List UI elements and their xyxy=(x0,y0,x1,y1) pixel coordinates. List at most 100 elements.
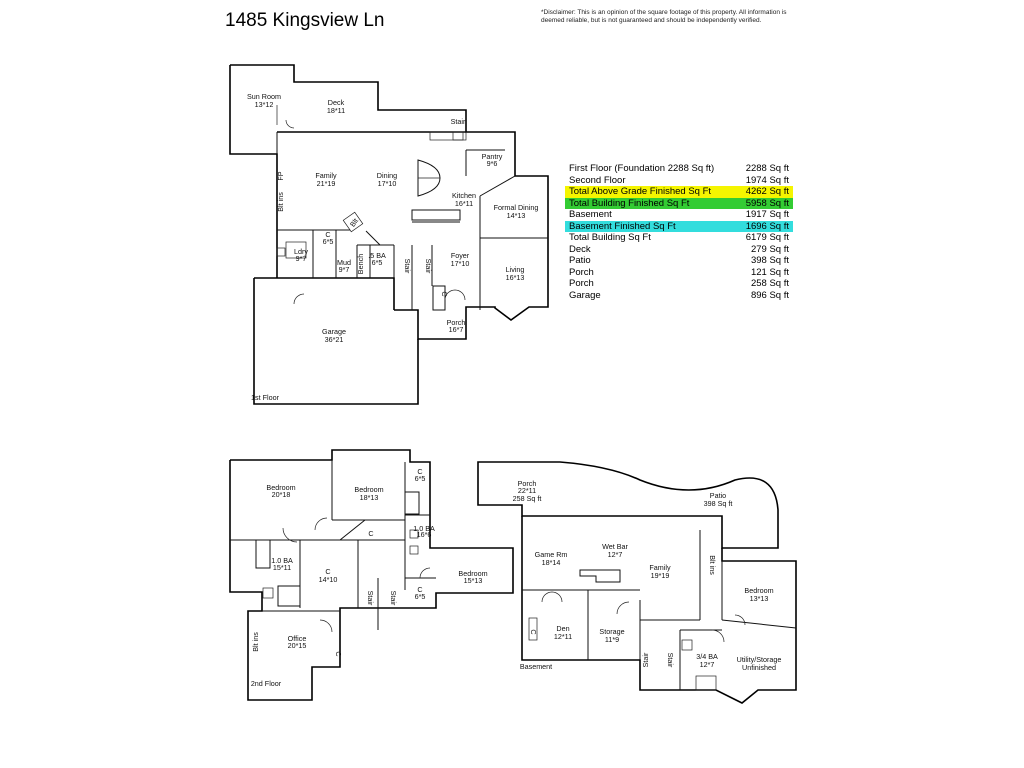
sqft-value: 1974 Sq ft xyxy=(745,174,789,186)
bs-stair-b: Stair xyxy=(666,653,675,668)
ff-closet-name: C xyxy=(325,230,330,239)
sqft-row: First Floor (Foundation 2288 Sq ft) 2288… xyxy=(565,163,793,175)
ff-foyer-name: Foyer xyxy=(451,251,470,260)
sf-bedroom3-dims: 15*13 xyxy=(464,576,483,585)
ff-family-dims: 21*19 xyxy=(317,179,336,188)
sqft-row: Patio 398 Sq ft xyxy=(565,255,793,267)
ff-deck-dims: 18*11 xyxy=(327,106,345,115)
ff-fp-label: FP xyxy=(276,171,285,180)
ff-floor-label: 1st Floor xyxy=(251,393,280,402)
bs-storage-dims: 11*9 xyxy=(605,635,619,644)
sqft-value: 896 Sq ft xyxy=(750,289,789,301)
ff-garage-name: Garage xyxy=(322,327,346,336)
ff-porch-dims: 16*7 xyxy=(449,325,464,334)
sf-bedroom2-name: Bedroom xyxy=(354,485,383,494)
sqft-row: Porch 258 Sq ft xyxy=(565,278,793,290)
sf-bath1-name: 1.0 BA xyxy=(413,524,435,533)
ff-foyer-closet: C xyxy=(440,291,449,296)
sqft-value: 2288 Sq ft xyxy=(745,163,789,174)
bs-bath-dims: 12*7 xyxy=(700,660,715,669)
ff-foyer-dims: 17*10 xyxy=(451,259,470,268)
sf-bedroom1-dims: 20*18 xyxy=(272,490,291,499)
bs-porch-dims: 22*11 xyxy=(518,486,536,495)
sqft-label: Second Floor xyxy=(569,174,626,186)
sf-bath2-dims: 15*11 xyxy=(273,563,291,572)
bs-storage-name: Storage xyxy=(599,627,624,636)
sqft-label: Porch xyxy=(569,278,594,289)
sqft-label: Porch xyxy=(569,266,594,278)
sf-office-closet: C xyxy=(334,651,343,656)
sqft-label: Patio xyxy=(569,255,591,266)
ff-kitchen-dims: 16*11 xyxy=(455,199,473,208)
bs-den-name: Den xyxy=(556,624,569,633)
sqft-row: Porch 121 Sq ft xyxy=(565,267,793,279)
ff-stair-b: Stair xyxy=(424,259,433,274)
ff-porch-name: Porch xyxy=(447,318,466,327)
sqft-row-highlight-cyan: Basement Finished Sq Ft 1696 Sq ft xyxy=(565,220,793,232)
bs-den-dims: 12*11 xyxy=(554,632,572,641)
bs-family-name: Family xyxy=(649,563,671,572)
ff-dining-name: Dining xyxy=(377,171,397,180)
ff-laundry-name: Ldry xyxy=(294,247,308,256)
ff-stair-top: Stair xyxy=(451,117,466,126)
bs-bath-name: 3/4 BA xyxy=(696,652,718,661)
sqft-value: 6179 Sq ft xyxy=(745,232,789,243)
ff-formal-dining-dims: 14*13 xyxy=(507,211,526,220)
second-floor-plan: Bedroom 20*18 Bedroom 18*13 C 6*5 1.0 BA… xyxy=(229,449,514,701)
sf-closet2-dims: 14*10 xyxy=(319,575,338,584)
sqft-row: Total Building Sq Ft 6179 Sq ft xyxy=(565,232,793,244)
sf-closet1-dims: 6*5 xyxy=(415,474,426,483)
sqft-row: Garage 896 Sq ft xyxy=(565,290,793,302)
sqft-row-highlight-green: Total Building Finished Sq Ft 5958 Sq ft xyxy=(565,197,793,209)
bs-wet-bar-name: Wet Bar xyxy=(602,542,628,551)
ff-mud-name: Mud xyxy=(337,258,351,267)
sqft-value: 4262 Sq ft xyxy=(745,186,789,197)
ff-pantry-name: Pantry xyxy=(482,152,503,161)
sqft-row: Second Floor 1974 Sq ft xyxy=(565,175,793,187)
sqft-value: 258 Sq ft xyxy=(750,278,789,289)
sqft-row: Deck 279 Sq ft xyxy=(565,244,793,256)
bs-game-room-dims: 18*14 xyxy=(542,558,561,567)
bs-family-dims: 19*19 xyxy=(651,571,670,580)
bs-floor-label: Basement xyxy=(520,662,552,671)
sqft-value: 279 Sq ft xyxy=(750,243,789,255)
first-floor-plan: Sun Room 13*12 Deck 18*11 Stair Pantry 9… xyxy=(229,64,549,405)
bs-utility-status: Unfinished xyxy=(742,663,776,672)
sf-bedroom3-name: Bedroom xyxy=(458,569,487,578)
sqft-value: 121 Sq ft xyxy=(750,266,789,278)
disclaimer-text: *Disclaimer: This is an opinion of the s… xyxy=(541,9,787,24)
sf-bath2-name: 1.0 BA xyxy=(271,556,293,565)
ff-stair-a: Stair xyxy=(403,259,412,274)
bs-closet: C xyxy=(529,629,538,634)
sf-floor-label: 2nd Floor xyxy=(251,679,282,688)
sqft-label: Total Above Grade Finished Sq Ft xyxy=(569,186,712,197)
sf-stair-a: Stair xyxy=(366,591,375,606)
sqft-value: 1917 Sq ft xyxy=(745,209,789,220)
sf-closet1-name: C xyxy=(417,467,422,476)
sqft-value: 1696 Sq ft xyxy=(745,220,789,232)
basement-plan: Porch 22*11 258 Sq ft Patio 398 Sq ft Ga… xyxy=(477,461,797,704)
ff-family-name: Family xyxy=(315,171,337,180)
sf-office-dims: 20*15 xyxy=(288,641,307,650)
sf-blt-ins: Blt ins xyxy=(251,632,260,652)
sqft-label: Basement Finished Sq Ft xyxy=(569,220,676,232)
bs-patio-area: 398 Sq ft xyxy=(704,499,733,508)
ff-half-bath-dims: 6*5 xyxy=(372,258,383,267)
ff-garage-dims: 36*21 xyxy=(325,335,344,344)
bs-bedroom-dims: 13*13 xyxy=(750,594,769,603)
sf-bath1-dims: 16*6 xyxy=(417,530,432,539)
sf-closet3-dims: 6*5 xyxy=(415,592,426,601)
bs-utility-name: Utility/Storage xyxy=(737,655,782,664)
sf-closet3-name: C xyxy=(417,585,422,594)
ff-half-bath-name: .5 BA xyxy=(368,251,386,260)
sqft-row: Basement 1917 Sq ft xyxy=(565,209,793,221)
bs-bedroom-name: Bedroom xyxy=(744,586,773,595)
ff-bench-label: Bench xyxy=(356,254,365,274)
sqft-label: Basement xyxy=(569,209,612,220)
ff-blt-ins-label: Blt ins xyxy=(276,192,285,212)
sqft-value: 398 Sq ft xyxy=(750,255,789,266)
sf-bedroom2-dims: 18*13 xyxy=(360,493,379,502)
sqft-row-highlight-yellow: Total Above Grade Finished Sq Ft 4262 Sq… xyxy=(565,186,793,198)
sqft-label: Total Building Sq Ft xyxy=(569,232,651,243)
